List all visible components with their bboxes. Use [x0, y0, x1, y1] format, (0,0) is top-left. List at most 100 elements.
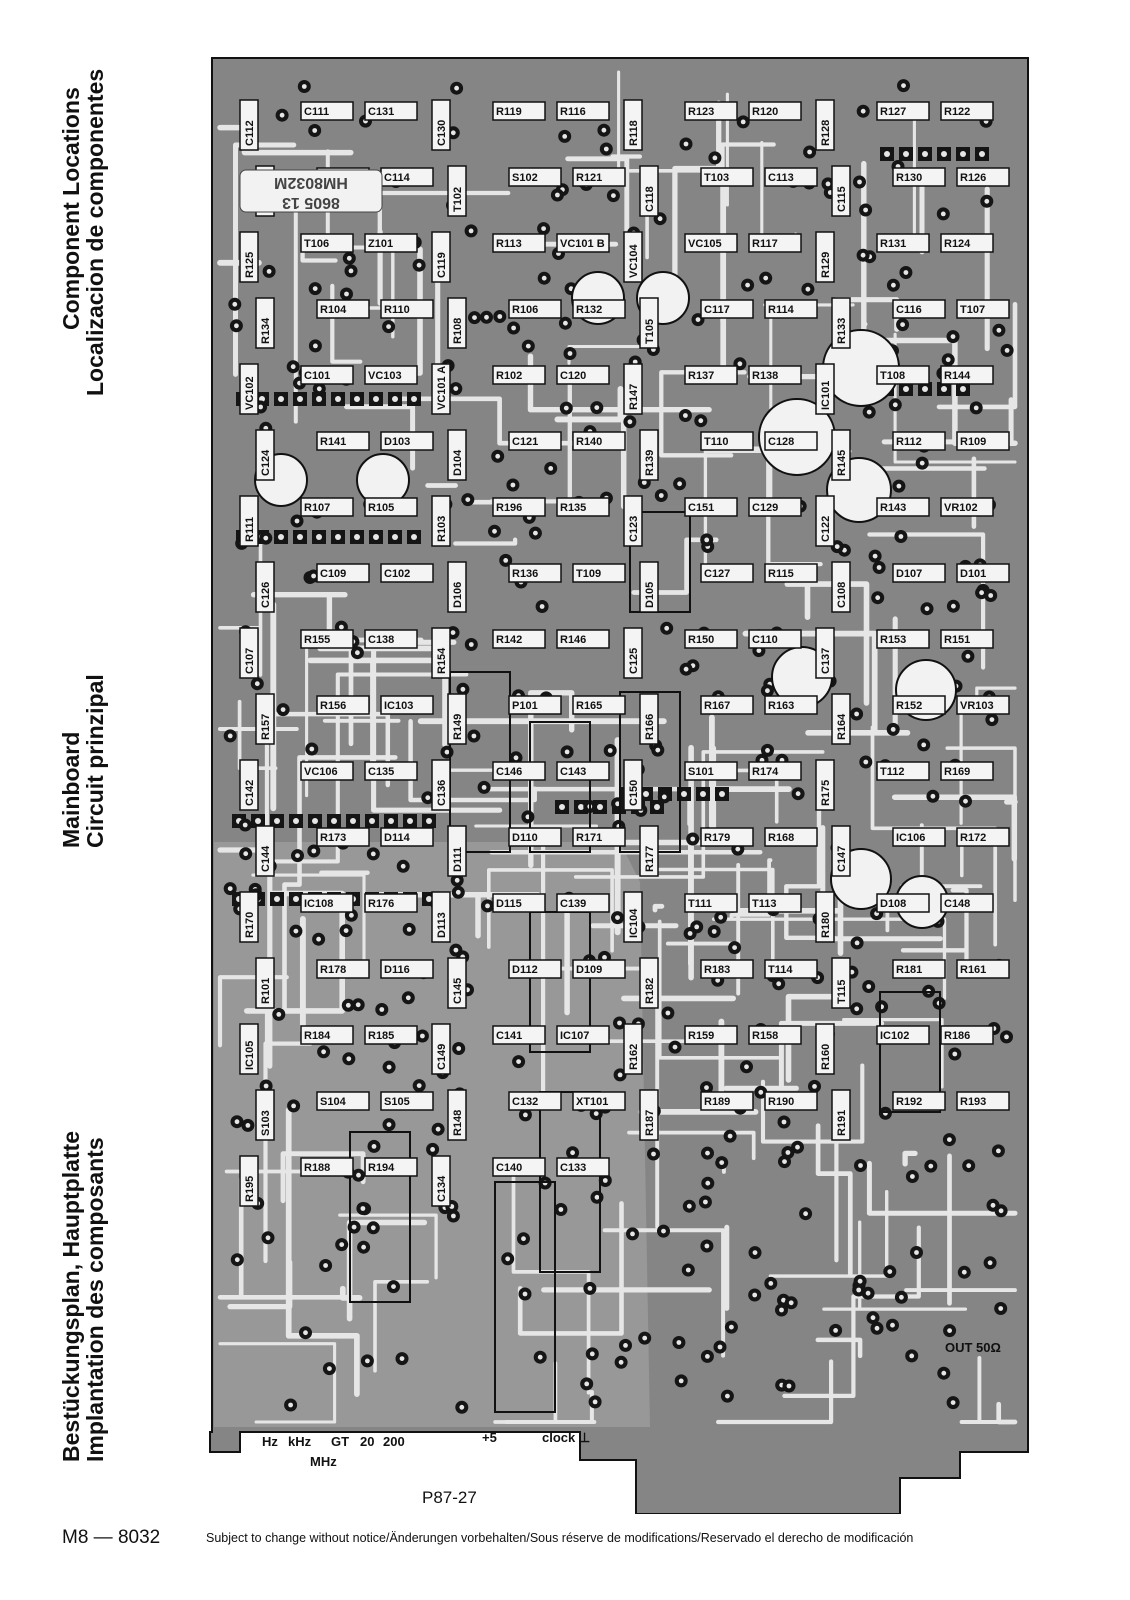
svg-text:D115: D115 — [496, 898, 522, 910]
component-label: R187 — [639, 1089, 659, 1141]
solder-pad-hole — [919, 460, 925, 466]
header-pad-hole — [654, 804, 660, 810]
component-label: VC101 A — [431, 363, 451, 415]
component-label: T110 — [700, 431, 754, 451]
solder-pad-hole — [909, 1353, 915, 1359]
solder-pad-hole — [327, 1366, 332, 1371]
solder-pad-hole — [348, 268, 354, 274]
title-component-locations-es: Localizacion de componentes — [82, 68, 108, 396]
component-label: C143 — [556, 761, 610, 781]
svg-text:P101: P101 — [512, 700, 538, 712]
svg-text:C133: C133 — [560, 1162, 586, 1174]
header-pad-hole — [884, 151, 890, 157]
svg-text:C124: C124 — [260, 449, 272, 476]
solder-pad-hole — [661, 794, 667, 800]
svg-text:C138: C138 — [368, 634, 394, 646]
label-clock: clock ⊥ — [542, 1430, 590, 1445]
component-label: C130 — [431, 99, 451, 151]
title-bestueckungsplan-de: Bestückungsplan, Hauptplatte — [58, 1131, 84, 1462]
svg-text:R104: R104 — [320, 304, 347, 316]
solder-pad-hole — [641, 480, 647, 485]
solder-pad-hole — [227, 886, 233, 891]
component-label: R120 — [748, 101, 802, 121]
svg-text:IC106: IC106 — [896, 832, 925, 844]
solder-pad-hole — [548, 466, 554, 471]
header-pad-hole — [335, 534, 341, 540]
svg-text:C108: C108 — [836, 582, 848, 608]
header-pad-hole — [293, 896, 299, 902]
svg-text:D107: D107 — [896, 568, 922, 580]
svg-text:R169: R169 — [944, 766, 970, 778]
component-label: R194 — [364, 1157, 418, 1177]
component-label: R145 — [831, 429, 851, 481]
header-pad-hole — [392, 534, 398, 540]
component-label: IC101 — [815, 363, 835, 415]
solder-pad-hole — [361, 1244, 366, 1250]
solder-pad-hole — [339, 1242, 345, 1247]
svg-text:D101: D101 — [960, 568, 986, 580]
solder-pad-hole — [854, 940, 860, 946]
solder-pad-hole — [567, 351, 573, 356]
solder-pad-hole — [865, 1290, 871, 1296]
component-label: R106 — [508, 299, 562, 319]
component-label: R175 — [815, 759, 835, 811]
component-label: C102 — [380, 563, 434, 583]
svg-text:S102: S102 — [512, 172, 538, 184]
solder-pad-hole — [712, 155, 718, 161]
svg-text:R196: R196 — [496, 502, 522, 514]
component-label: R183 — [700, 959, 754, 979]
svg-text:R123: R123 — [688, 106, 714, 118]
component-label: D116 — [380, 959, 434, 979]
solder-pad-hole — [973, 405, 979, 411]
component-label: IC104 — [623, 891, 643, 943]
solder-pad-hole — [872, 553, 878, 559]
svg-text:R115: R115 — [768, 568, 794, 580]
solder-pad-hole — [516, 1059, 521, 1064]
header-pad-hole — [369, 818, 375, 824]
svg-text:R166: R166 — [644, 714, 656, 740]
component-label: C122 — [815, 495, 835, 547]
solder-pad-hole — [860, 108, 866, 114]
copper-trace — [866, 1160, 1018, 1216]
svg-text:R124: R124 — [944, 238, 971, 250]
svg-text:C116: C116 — [896, 304, 922, 316]
solder-pad-hole — [874, 1325, 880, 1331]
solder-pad-hole — [533, 530, 538, 536]
component-label: T111 — [684, 893, 738, 913]
component-label: R188 — [300, 1157, 354, 1177]
component-label: C124 — [255, 429, 275, 481]
header-pad-hole — [411, 396, 417, 402]
copper-trace — [373, 1280, 430, 1373]
svg-text:R192: R192 — [896, 1096, 922, 1108]
svg-text:C141: C141 — [496, 1030, 522, 1042]
svg-text:R133: R133 — [836, 318, 848, 344]
solder-pad-hole — [370, 1225, 376, 1231]
component-label: D112 — [508, 959, 562, 979]
solder-pad-hole — [768, 1281, 774, 1286]
solder-pad-hole — [505, 1256, 511, 1262]
component-label: C144 — [255, 825, 275, 877]
component-label: D111 — [447, 825, 467, 877]
solder-pad-hole — [371, 1144, 377, 1149]
svg-text:D116: D116 — [384, 964, 410, 976]
svg-text:C148: C148 — [944, 898, 970, 910]
component-label: IC105 — [239, 1023, 259, 1075]
component-label: C140 — [492, 1157, 546, 1177]
component-label: R165 — [572, 695, 626, 715]
component-label: R127 — [876, 101, 930, 121]
component-label: C117 — [700, 299, 754, 319]
component-label: VC106 — [300, 761, 354, 781]
component-label: R171 — [572, 827, 626, 847]
component-label: D104 — [447, 429, 467, 481]
ic-outline — [349, 1131, 411, 1303]
svg-text:R174: R174 — [752, 766, 779, 778]
component-label: C132 — [508, 1091, 562, 1111]
component-label: R101 — [255, 957, 275, 1009]
svg-text:R131: R131 — [880, 238, 906, 250]
component-label: R143 — [876, 497, 930, 517]
component-label: C151 — [684, 497, 738, 517]
solder-pad-hole — [805, 286, 811, 292]
ic-outline — [629, 511, 691, 613]
solder-pad-hole — [941, 1370, 947, 1376]
